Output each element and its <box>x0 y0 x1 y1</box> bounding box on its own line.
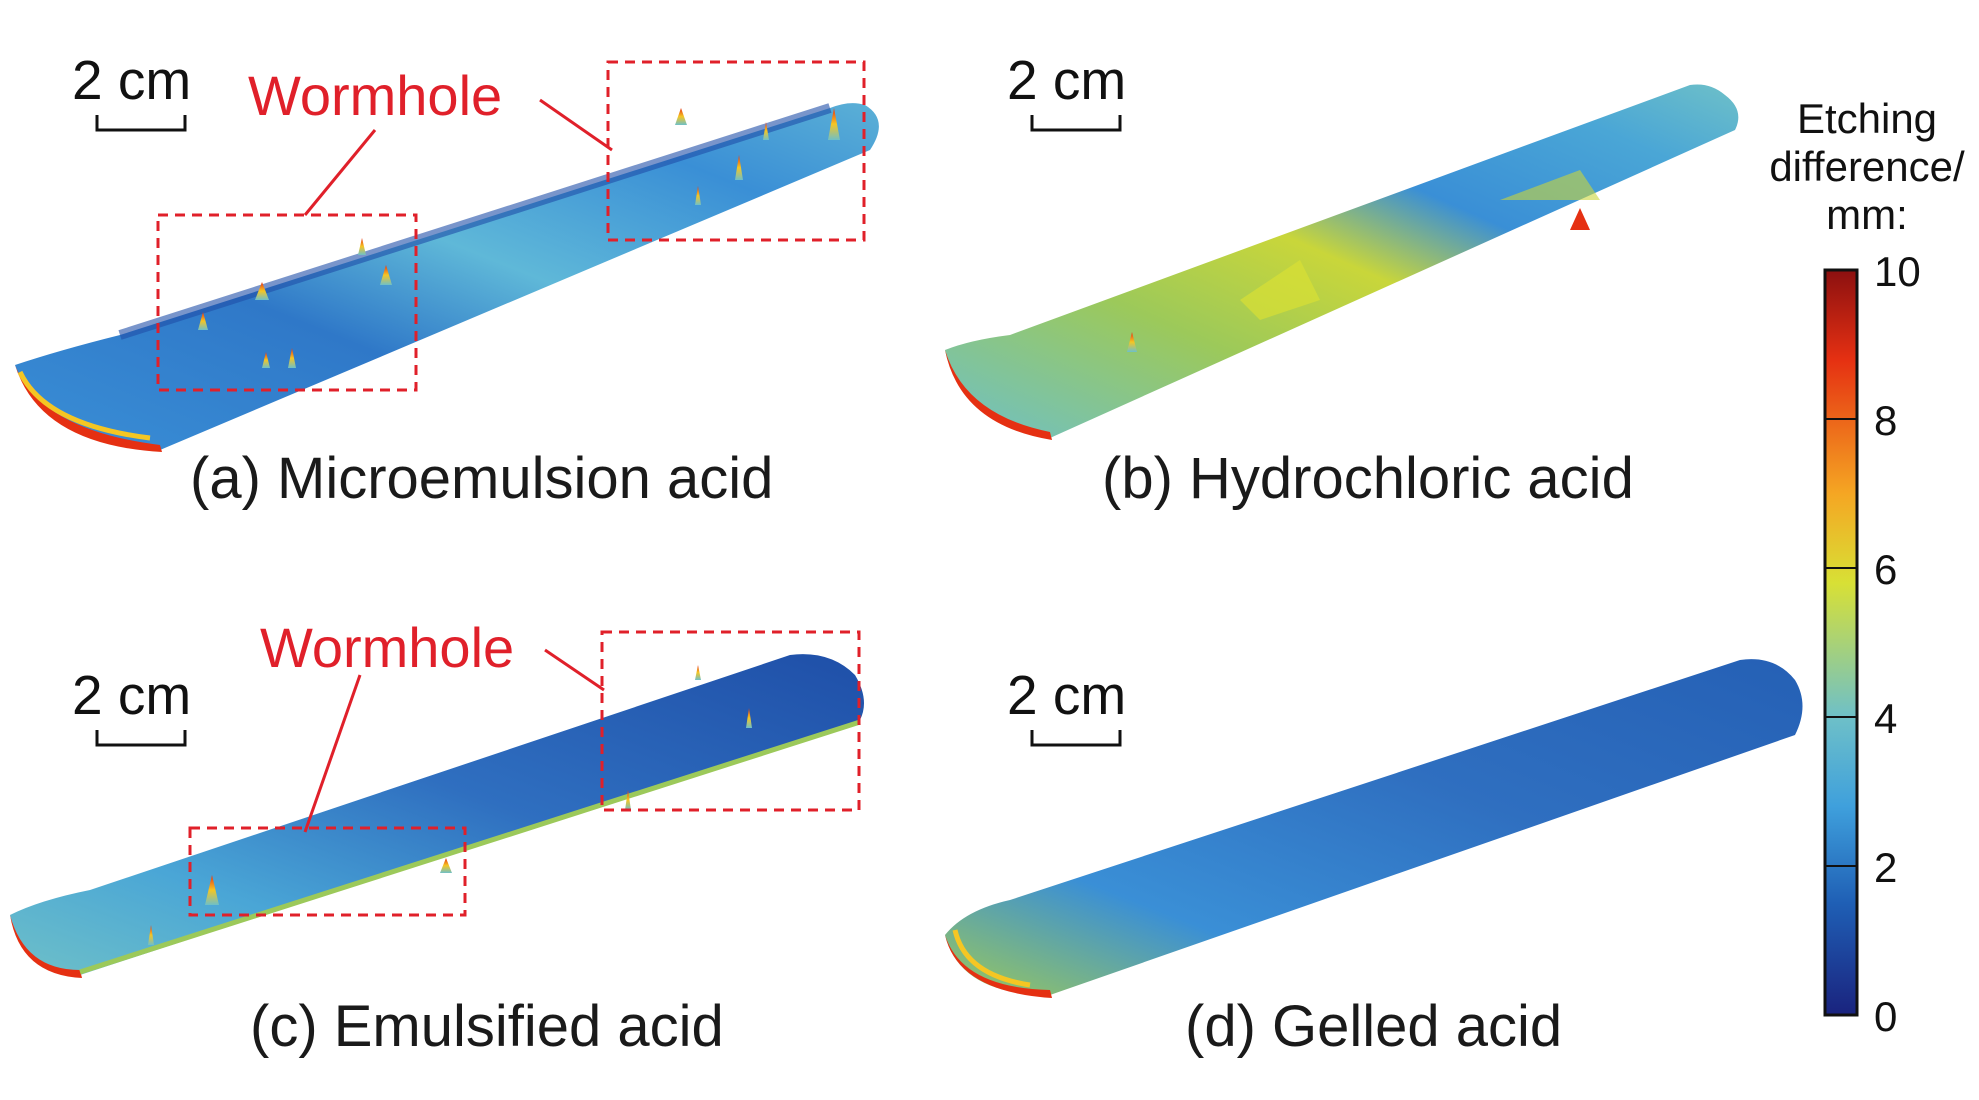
colorbar-title-line-2: difference/ <box>1769 143 1965 190</box>
caption-a: (a) Microemulsion acid <box>190 446 774 511</box>
scale-label-a: 2 cm <box>72 49 192 111</box>
colorbar-tick-10: 10 <box>1874 248 1921 295</box>
colorbar <box>1823 268 1859 1017</box>
colorbar-title-line-1: Etching <box>1796 95 1938 142</box>
slab-b <box>945 84 1739 440</box>
wormhole-leaders-a <box>303 98 613 216</box>
colorbar-tick-0: 0 <box>1874 993 1898 1040</box>
colorbar-tick-4: 4 <box>1874 695 1898 742</box>
scale-bar-b <box>1030 115 1122 132</box>
colorbar-tick-6: 6 <box>1874 546 1898 593</box>
scale-bar-c <box>95 730 187 747</box>
wormhole-box-a2 <box>606 60 866 242</box>
scale-label-d: 2 cm <box>1007 664 1127 726</box>
caption-c: (c) Emulsified acid <box>250 994 724 1059</box>
wormhole-peaks-a <box>198 108 840 368</box>
colorbar-tick-2: 2 <box>1874 844 1898 891</box>
wormhole-box-c1 <box>188 826 467 917</box>
wormhole-label-c: Wormhole <box>260 616 515 679</box>
wormhole-box-c2 <box>600 630 861 812</box>
scale-bar-a <box>95 115 187 132</box>
scale-label-b: 2 cm <box>1007 49 1127 111</box>
scale-label-c: 2 cm <box>72 664 192 726</box>
colorbar-tick-8: 8 <box>1874 397 1898 444</box>
slab-d <box>945 659 1803 998</box>
wormhole-peaks-c <box>148 665 752 945</box>
colorbar-title: Etching difference/ mm: <box>1755 95 1979 239</box>
slab-a <box>15 103 879 452</box>
slab-c <box>10 654 864 978</box>
wormhole-leaders-c <box>303 648 605 833</box>
colorbar-title-line-3: mm: <box>1826 191 1908 238</box>
scale-bar-d <box>1030 730 1122 747</box>
caption-d: (d) Gelled acid <box>1185 994 1563 1059</box>
wormhole-box-a1 <box>156 213 418 392</box>
wormhole-label-a: Wormhole <box>248 64 503 127</box>
caption-b: (b) Hydrochloric acid <box>1102 446 1634 511</box>
